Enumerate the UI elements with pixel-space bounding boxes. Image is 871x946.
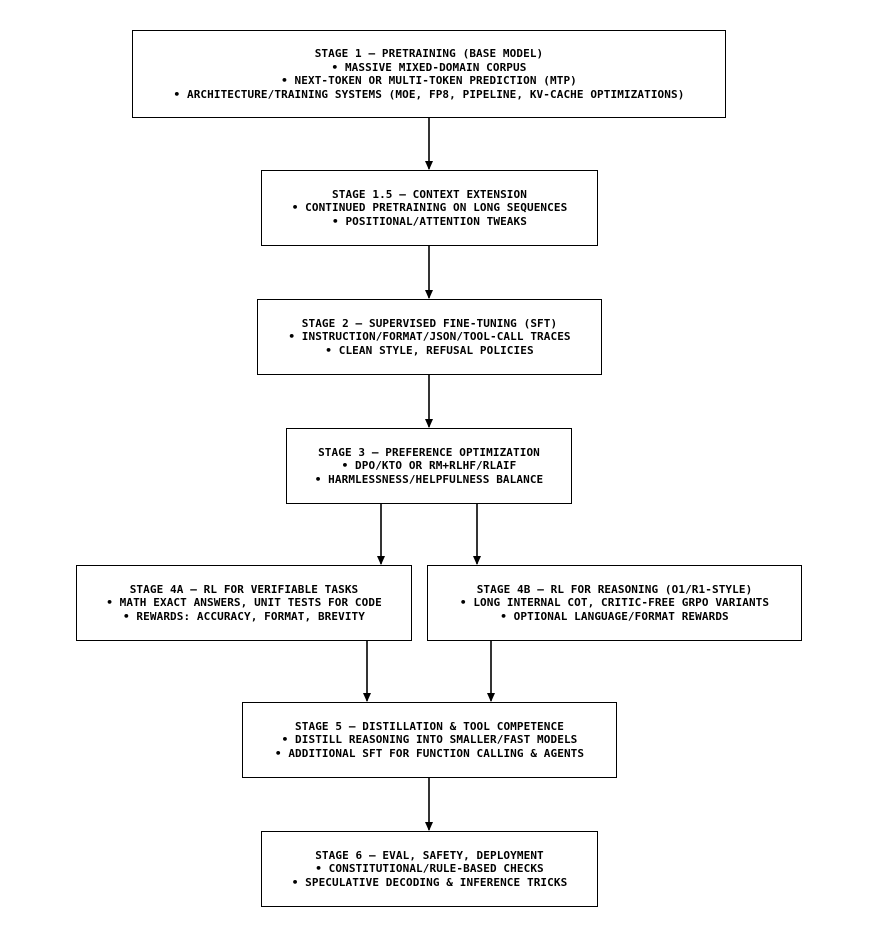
stage-6-title: STAGE 6 — EVAL, SAFETY, DEPLOYMENT (315, 848, 544, 862)
stage-4b-bullet: • LONG INTERNAL COT, CRITIC-FREE GRPO VA… (459, 596, 770, 610)
stage-1-bullet: • NEXT-TOKEN OR MULTI-TOKEN PREDICTION (… (281, 74, 577, 87)
stage-1-bullet: • MASSIVE MIXED-DOMAIN CORPUS (331, 60, 527, 74)
stage-3-bullet: • DPO/KTO OR RM+RLHF/RLAIF (341, 459, 517, 473)
stage-5-bullet: • ADDITIONAL SFT FOR FUNCTION CALLING & … (274, 746, 585, 760)
stage-1-bullet: • ARCHITECTURE/TRAINING SYSTEMS (MOE, FP… (173, 87, 685, 101)
stage-2-bullet: • INSTRUCTION/FORMAT/JSON/TOOL-CALL TRAC… (288, 330, 571, 344)
stage-2-title: STAGE 2 — SUPERVISED FINE-TUNING (SFT) (301, 316, 558, 330)
stage-4a-box: STAGE 4A — RL FOR VERIFIABLE TASKS • MAT… (76, 565, 412, 641)
stage-1-title: STAGE 1 — PRETRAINING (BASE MODEL) (314, 47, 544, 60)
stage-2-bullet: • CLEAN STYLE, REFUSAL POLICIES (325, 343, 534, 357)
stage-3-bullet: • HARMLESSNESS/HELPFULNESS BALANCE (314, 472, 544, 486)
stage-5-bullet: • DISTILL REASONING INTO SMALLER/FAST MO… (281, 733, 578, 747)
stage-1-5-bullet: • CONTINUED PRETRAINING ON LONG SEQUENCE… (291, 201, 568, 215)
stage-4a-bullet: • MATH EXACT ANSWERS, UNIT TESTS FOR COD… (106, 596, 382, 610)
stage-5-box: STAGE 5 — DISTILLATION & TOOL COMPETENCE… (242, 702, 617, 778)
stage-1-box: STAGE 1 — PRETRAINING (BASE MODEL) • MAS… (132, 30, 726, 118)
stage-1-5-title: STAGE 1.5 — CONTEXT EXTENSION (332, 187, 527, 201)
stage-3-title: STAGE 3 — PREFERENCE OPTIMIZATION (318, 445, 540, 459)
stage-4a-bullet: • REWARDS: ACCURACY, FORMAT, BREVITY (122, 609, 365, 623)
stage-6-box: STAGE 6 — EVAL, SAFETY, DEPLOYMENT • CON… (261, 831, 598, 907)
stage-4b-bullet: • OPTIONAL LANGUAGE/FORMAT REWARDS (500, 609, 729, 623)
stage-6-bullet: • SPECULATIVE DECODING & INFERENCE TRICK… (291, 875, 568, 889)
stage-5-title: STAGE 5 — DISTILLATION & TOOL COMPETENCE (295, 719, 564, 733)
stage-6-bullet: • CONSTITUTIONAL/RULE-BASED CHECKS (315, 862, 544, 876)
stage-3-box: STAGE 3 — PREFERENCE OPTIMIZATION • DPO/… (286, 428, 572, 504)
stage-1-5-bullet: • POSITIONAL/ATTENTION TWEAKS (332, 214, 527, 228)
stage-4b-box: STAGE 4B — RL FOR REASONING (O1/R1-STYLE… (427, 565, 802, 641)
stage-2-box: STAGE 2 — SUPERVISED FINE-TUNING (SFT) •… (257, 299, 602, 375)
stage-4a-title: STAGE 4A — RL FOR VERIFIABLE TASKS (129, 582, 359, 596)
stage-4b-title: STAGE 4B — RL FOR REASONING (O1/R1-STYLE… (476, 582, 753, 596)
stage-1-5-box: STAGE 1.5 — CONTEXT EXTENSION • CONTINUE… (261, 170, 598, 246)
